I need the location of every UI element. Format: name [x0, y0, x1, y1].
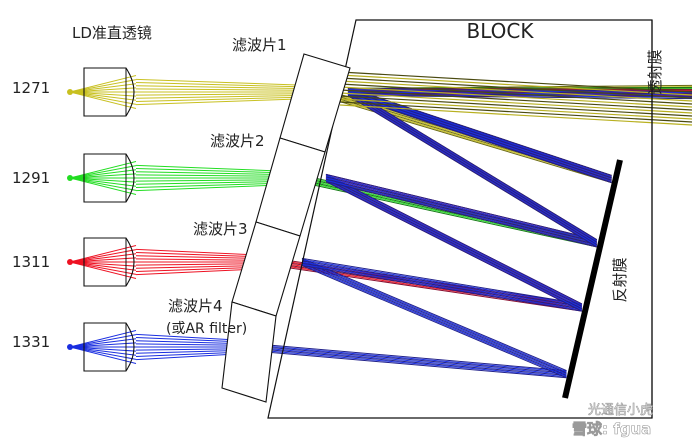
- output-ray: [339, 92, 692, 114]
- reflective-film-bar: [562, 159, 623, 399]
- ray-fan: [69, 261, 137, 267]
- output-ray: [339, 104, 692, 126]
- ray-fan: [69, 83, 137, 93]
- collimator-lens-1311: [67, 237, 135, 287]
- ray-collimated: [135, 78, 321, 87]
- ray-fan: [69, 257, 137, 263]
- ray-collimated: [135, 88, 321, 91]
- laser-source-point: [67, 175, 73, 181]
- output-ray: [339, 74, 692, 96]
- watermark-line1: 光通信小虎: [588, 403, 653, 418]
- ray-group-1331: [69, 87, 692, 379]
- reflect-film-label: 反射膜: [611, 257, 629, 302]
- filter-plate-1: [279, 53, 351, 153]
- ray-fan: [69, 91, 137, 105]
- filter-stack: [221, 53, 351, 403]
- ray-path: [249, 87, 692, 372]
- ray-path: [249, 92, 692, 376]
- ray-fan: [69, 177, 137, 191]
- ray-fan: [69, 177, 137, 187]
- collimator-lens-1331: [67, 322, 135, 372]
- ray-fan: [69, 165, 137, 179]
- collimator-lens-1271: [67, 67, 135, 117]
- ray-fan: [69, 177, 137, 195]
- filter-4-sublabel: (或AR filter): [166, 321, 247, 337]
- wavelength-1331: 1331: [12, 333, 50, 351]
- ray-fan: [69, 87, 137, 93]
- filter-plate-2: [255, 137, 326, 237]
- output-ray: [339, 89, 692, 111]
- ray-fan: [69, 346, 137, 356]
- ray-path: [297, 94, 692, 248]
- output-ray: [339, 83, 692, 105]
- ray-collimated: [135, 96, 321, 102]
- ray-path: [249, 95, 692, 379]
- ray-collimated: [135, 97, 321, 106]
- block-label: BLOCK: [467, 19, 535, 43]
- wavelength-1271: 1271: [12, 79, 50, 97]
- ray-collimated: [135, 93, 321, 96]
- wavelength-1311: 1311: [12, 253, 50, 271]
- output-ray: [339, 71, 692, 93]
- ray-fan: [69, 79, 137, 93]
- ray-path: [249, 93, 692, 378]
- output-ray: [339, 80, 692, 102]
- filter-3-label: 滤波片3: [193, 220, 248, 238]
- laser-source-point: [67, 259, 73, 265]
- ray-path: [249, 90, 692, 374]
- combined-output-beam: [339, 71, 692, 126]
- ray-path: [249, 89, 692, 373]
- watermark-line2: 雪球: fgua: [572, 420, 651, 438]
- ray-fan: [69, 346, 137, 352]
- filter-2-label: 滤波片2: [210, 132, 265, 150]
- ray-path: [249, 91, 692, 375]
- ray-fan: [69, 261, 137, 279]
- wavelength-1291: 1291: [12, 169, 50, 187]
- ray-fan: [69, 91, 137, 101]
- ray-fan: [69, 91, 137, 109]
- filter-4-label: 滤波片4: [168, 297, 223, 315]
- output-ray: [339, 98, 692, 120]
- ray-fan: [69, 338, 137, 348]
- ray-fan: [69, 334, 137, 348]
- ray-fan: [69, 253, 137, 263]
- output-ray: [339, 77, 692, 99]
- laser-source-point: [67, 89, 73, 95]
- ray-fan: [69, 346, 137, 364]
- ray-fan: [69, 177, 137, 183]
- ray-fan: [69, 161, 137, 179]
- output-ray: [339, 86, 692, 108]
- ray-collimated: [135, 94, 321, 99]
- ray-fan: [69, 91, 137, 97]
- ray-fan: [69, 261, 137, 275]
- transmit-film-label: 透射膜: [646, 49, 664, 94]
- lens-label: LD准直透镜: [72, 24, 152, 42]
- ray-fan: [69, 169, 137, 179]
- ray-traces: [69, 71, 692, 379]
- output-ray: [339, 101, 692, 123]
- ray-fan: [69, 261, 137, 271]
- collimator-lenses: [67, 67, 135, 372]
- ray-fan: [69, 75, 137, 93]
- ray-fan: [69, 245, 137, 263]
- ray-collimated: [135, 82, 321, 88]
- ray-fan: [69, 342, 137, 348]
- ray-fan: [69, 346, 137, 360]
- filter-1-label: 滤波片1: [232, 36, 287, 54]
- ray-fan: [69, 330, 137, 348]
- filter-plate-4: [221, 301, 277, 403]
- laser-source-point: [67, 344, 73, 350]
- ray-fan: [69, 173, 137, 179]
- output-ray: [339, 95, 692, 117]
- ray-fan: [69, 249, 137, 263]
- ray-collimated: [135, 85, 321, 90]
- collimator-lens-1291: [67, 153, 135, 203]
